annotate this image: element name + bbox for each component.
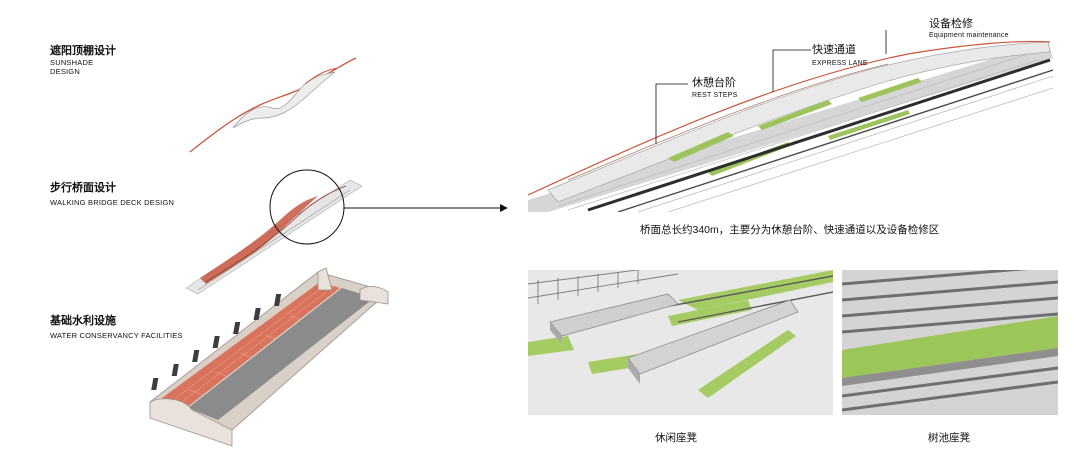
callout-equipment-en: Equipment maintenance xyxy=(929,32,1009,39)
callout-rest-zh: 休憩台阶 xyxy=(692,77,736,89)
water-title-zh: 基础水利设施 xyxy=(50,315,116,327)
sunshade-label: 遮阳顶棚设计 SUNSHADE DESIGN xyxy=(50,45,116,76)
callout-rest-en: REST STEPS xyxy=(692,92,738,99)
deck-label: 步行桥面设计 WALKING BRIDGE DECK DESIGN xyxy=(50,182,174,207)
main-caption: 桥面总长约340m，主要分为休憩台阶、快速通道以及设备检修区 xyxy=(640,224,940,236)
water-label: 基础水利设施 WATER CONSERVANCY FACILITIES xyxy=(50,315,183,340)
callout-express-zh: 快速通道 xyxy=(812,44,856,56)
deck-title-zh: 步行桥面设计 xyxy=(50,182,116,194)
bridge-aerial-render xyxy=(528,30,1053,212)
tree-pool-bench-render xyxy=(842,270,1058,415)
leisure-bench-caption: 休闲座凳 xyxy=(655,432,697,444)
leisure-bench-render xyxy=(528,270,833,415)
callout-rest: 休憩台阶 REST STEPS xyxy=(692,77,737,100)
sunshade-title-en-2: DESIGN xyxy=(50,67,80,76)
tree-pool-bench-caption: 树池座凳 xyxy=(928,432,970,444)
sunshade-title-zh: 遮阳顶棚设计 xyxy=(50,45,116,57)
deck-title-en: WALKING BRIDGE DECK DESIGN xyxy=(50,198,175,207)
water-title-en: WATER CONSERVANCY FACILITIES xyxy=(50,331,183,340)
callout-equipment: 设备检修 Equipment maintenance xyxy=(929,18,1009,40)
callout-express: 快速通道 EXPRESS LANE xyxy=(812,44,868,68)
callout-express-en: EXPRESS LANE xyxy=(812,60,868,67)
sunshade-title-en-1: SUNSHADE xyxy=(50,58,94,67)
callout-equipment-zh: 设备检修 xyxy=(929,18,973,30)
deck-zoom-circle xyxy=(269,169,345,245)
